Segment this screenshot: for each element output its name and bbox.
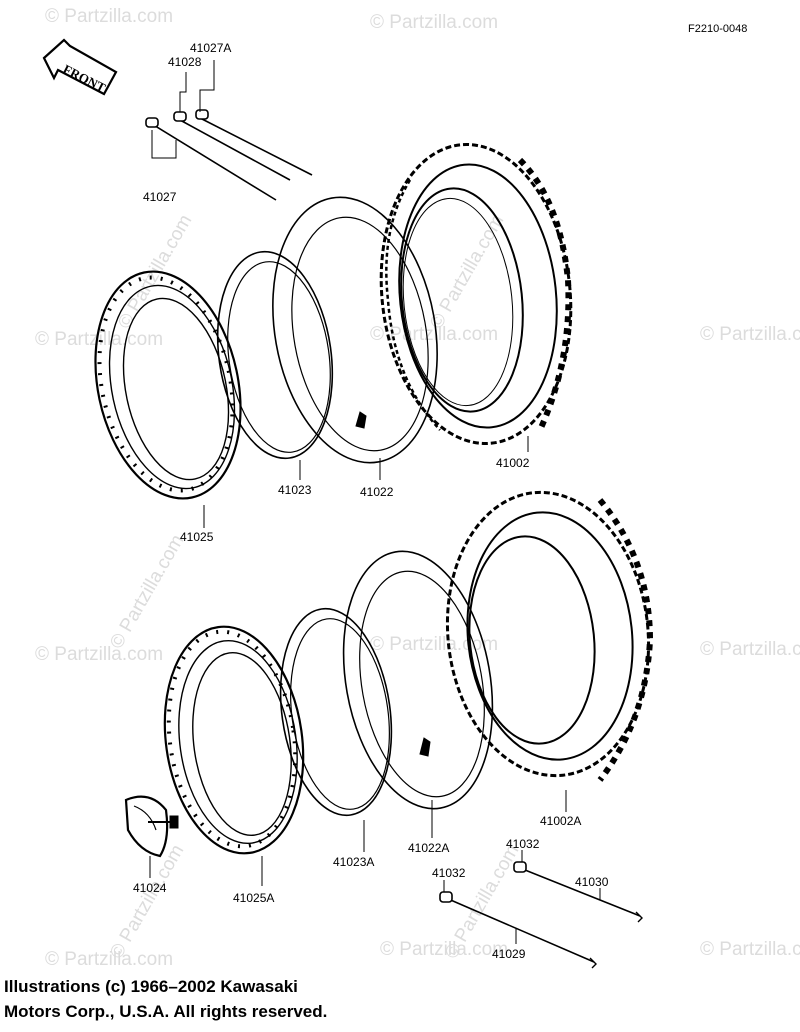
rim-lock-41024: [124, 795, 179, 858]
part-label-41002: 41002: [496, 456, 530, 470]
part-label-41027A: 41027A: [190, 41, 231, 55]
watermark-layer: © Partzilla.com © Partzilla.com © Partzi…: [35, 6, 800, 970]
part-label-41025: 41025: [180, 530, 214, 544]
part-label-41030: 41030: [575, 875, 609, 889]
watermark-text: © Partzilla.com: [370, 324, 498, 345]
copyright-line-1: Illustrations (c) 1966–2002 Kawasaki: [4, 977, 298, 996]
watermark-text: © Partzilla.com: [106, 841, 188, 962]
front-arrow-icon: FRONT: [42, 38, 118, 95]
spokes-41030: [513, 861, 643, 923]
rim-41025A: [163, 625, 305, 855]
watermark-text: © Partzilla.com: [426, 211, 508, 332]
part-label-41024: 41024: [133, 881, 167, 895]
part-label-41022: 41022: [360, 485, 394, 499]
watermark-text: © Partzilla.com: [45, 949, 173, 970]
watermark-text: © Partzilla.com: [370, 634, 498, 655]
spokes-41029: [439, 891, 597, 969]
part-label-41032-upper: 41032: [506, 837, 540, 851]
part-label-41023: 41023: [278, 483, 312, 497]
leader-lines: [149, 60, 601, 944]
watermark-text: © Partzilla.com: [35, 644, 163, 665]
watermark-text: © Partzilla.com: [45, 6, 173, 27]
copyright-notice: Illustrations (c) 1966–2002 Kawasaki Mot…: [4, 974, 564, 1024]
part-label-41029: 41029: [492, 947, 526, 961]
watermark-text: © Partzilla.com: [700, 324, 800, 345]
watermark-text: © Partzilla.com: [700, 639, 800, 660]
watermark-text: © Partzilla.com: [380, 939, 508, 960]
tube-41022A: [342, 550, 494, 810]
part-label-41027: 41027: [143, 190, 177, 204]
part-label-41022A: 41022A: [408, 841, 449, 855]
part-label-41023A: 41023A: [333, 855, 374, 869]
watermark-text: © Partzilla.com: [106, 531, 188, 652]
tire-41002: [379, 142, 573, 446]
rim-41025: [94, 270, 242, 500]
part-label-41002A: 41002A: [540, 814, 581, 828]
part-label-41032-lower: 41032: [432, 866, 466, 880]
diagram-id: F2210-0048: [688, 23, 747, 35]
watermark-text: © Partzilla.com: [700, 939, 800, 960]
copyright-line-2: Motors Corp., U.S.A. All rights reserved…: [4, 1002, 328, 1021]
part-label-41025A: 41025A: [233, 891, 274, 905]
tube-41022: [272, 196, 438, 464]
part-label-41028: 41028: [168, 55, 202, 69]
rim-band-41023: [216, 250, 334, 460]
watermark-text: © Partzilla.com: [35, 329, 163, 350]
part-labels: 41027A 41028 41027 41002 41023 41022 410…: [133, 41, 609, 961]
tire-41002A: [445, 490, 654, 782]
watermark-text: © Partzilla.com: [370, 12, 498, 33]
spokes-41027: [145, 109, 313, 201]
